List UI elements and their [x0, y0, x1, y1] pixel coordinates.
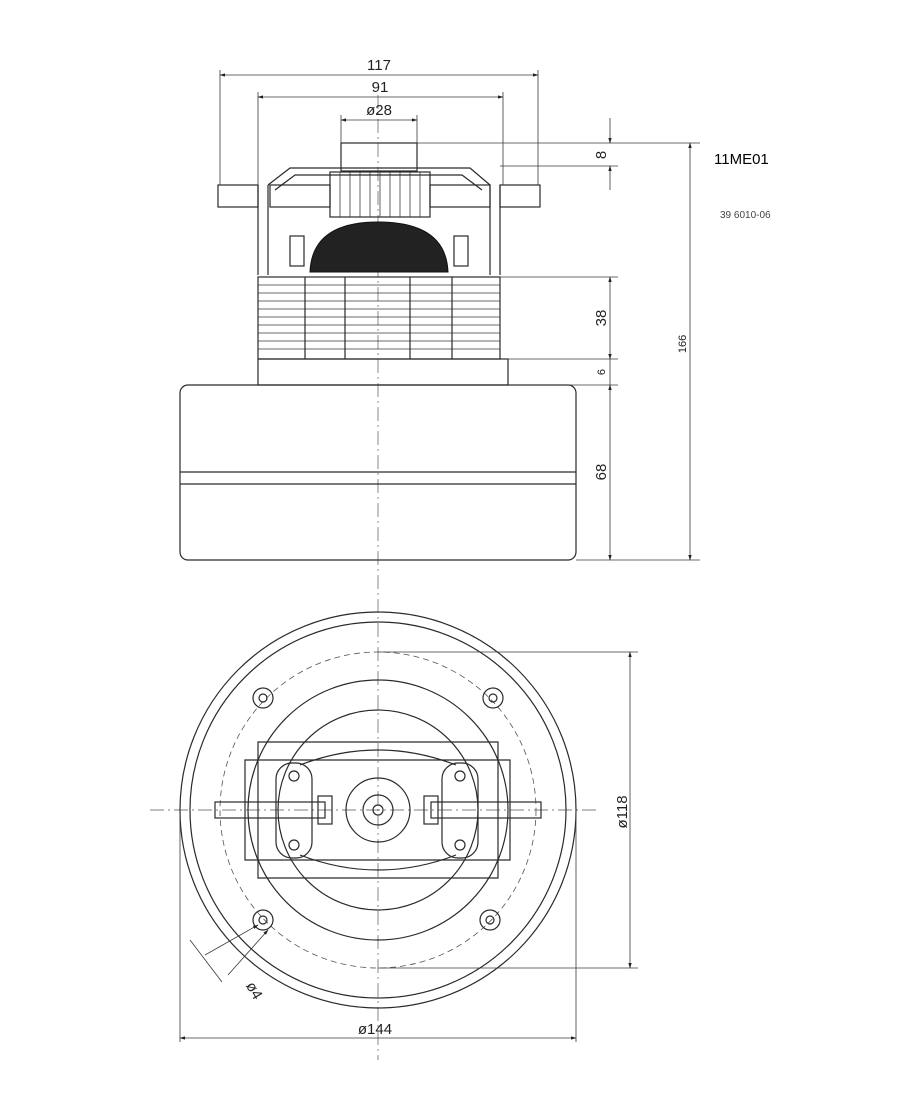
dim-bolt-circle: ø118: [614, 795, 631, 828]
shaft-hub: [345, 777, 411, 843]
mounting-hole: [252, 687, 274, 709]
stator-stack: [257, 276, 501, 360]
fan-housing: [179, 384, 577, 561]
dim-total-height: 166: [677, 335, 689, 353]
dim-shaft-diameter: ø28: [366, 102, 392, 119]
mounting-hole: [482, 687, 504, 709]
dim-gap-height: 6: [596, 369, 608, 375]
commutator: [329, 171, 431, 218]
mounting-hole: [479, 909, 501, 931]
dim-inner-width: 91: [372, 79, 389, 96]
dim-stack-height: 38: [593, 310, 610, 327]
side-view: 117 91 ø28 8 38 6 68 166 11ME01 39 6010-…: [179, 57, 771, 1060]
bracket-inner: [274, 174, 483, 191]
brush-holder-left: [217, 184, 259, 208]
dim-top-height: 8: [593, 151, 610, 159]
dim-outer-diameter: ø144: [358, 1021, 392, 1038]
dim-overall-width: 117: [367, 57, 391, 74]
drawing-code: 39 6010-06: [720, 210, 771, 221]
armature-winding: [309, 221, 449, 273]
brush-holder-right: [499, 184, 541, 208]
brush-frame: [214, 741, 542, 879]
dim-fan-height: 68: [593, 464, 610, 481]
dim-hole-diameter: ø4: [242, 979, 265, 1003]
top-view: ø118 ø4 ø144: [150, 611, 638, 1042]
spacer-ring: [257, 358, 509, 386]
bracket-top: [267, 167, 491, 186]
top-cap: [340, 142, 418, 172]
mounting-hole: [252, 909, 274, 931]
model-number: 11ME01: [714, 151, 769, 168]
